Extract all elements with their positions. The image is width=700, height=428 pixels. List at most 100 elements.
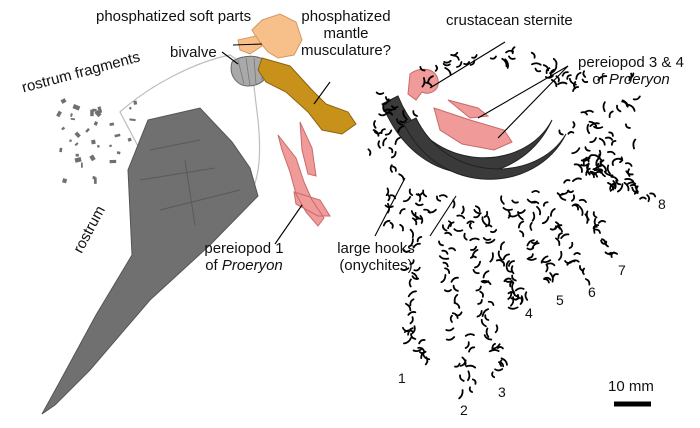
hooklet bbox=[586, 123, 591, 135]
rostrum-fragment bbox=[94, 110, 102, 118]
hooklet bbox=[528, 253, 534, 259]
rostrum-fragment bbox=[109, 159, 117, 164]
hooklet bbox=[508, 214, 518, 218]
hooklet bbox=[555, 75, 560, 83]
hooklet bbox=[496, 346, 504, 350]
hooklet bbox=[382, 219, 391, 227]
hooklet bbox=[608, 110, 614, 119]
hooklet bbox=[466, 220, 475, 225]
rostrum-fragment bbox=[62, 178, 68, 184]
label-pereiopod-1-line-2: of Proeryon bbox=[196, 257, 292, 274]
hooklet bbox=[453, 228, 464, 232]
hooklet bbox=[444, 231, 453, 236]
hooklet bbox=[619, 156, 624, 164]
hooklet bbox=[367, 148, 372, 156]
soft-parts-shape bbox=[251, 13, 303, 59]
hooklet bbox=[491, 342, 496, 351]
hooklet bbox=[472, 268, 480, 275]
hooklet bbox=[384, 204, 394, 209]
hooklet bbox=[593, 224, 598, 234]
hooklet bbox=[530, 51, 536, 59]
label-crustacean-sternite: crustacean sternite bbox=[446, 12, 573, 29]
hooklet bbox=[584, 146, 591, 152]
rostrum-fragment bbox=[93, 177, 97, 184]
hooklet bbox=[560, 233, 570, 240]
hooklet bbox=[602, 101, 606, 113]
hooklet bbox=[545, 263, 549, 273]
rostrum-fragment bbox=[81, 162, 83, 168]
hooklet bbox=[409, 316, 414, 325]
hooklet bbox=[467, 370, 471, 382]
hooklet bbox=[529, 221, 533, 231]
rostrum-fragment bbox=[108, 144, 113, 148]
hooklet bbox=[507, 210, 511, 219]
rostrum-body bbox=[41, 107, 259, 415]
hooklet bbox=[448, 247, 456, 252]
hooklet bbox=[606, 164, 611, 175]
hooklet bbox=[627, 168, 631, 177]
label-pereiopod-1: pereiopod 1 of Proeryon bbox=[196, 240, 292, 274]
hooklet bbox=[549, 226, 557, 231]
hooklet bbox=[453, 293, 459, 304]
hooklet bbox=[487, 300, 495, 306]
hooklet bbox=[610, 175, 619, 182]
hooklet bbox=[427, 208, 437, 214]
hooklet bbox=[514, 287, 525, 292]
hooklet bbox=[530, 200, 540, 205]
hooklet bbox=[422, 189, 428, 198]
rostrum-fragment bbox=[74, 142, 79, 147]
hooklet bbox=[534, 67, 542, 73]
hooklet bbox=[385, 96, 391, 102]
hooklet bbox=[458, 389, 464, 400]
hooklet bbox=[447, 221, 455, 230]
hooklet bbox=[597, 149, 602, 159]
hooklet bbox=[438, 194, 448, 198]
label-mantle-line-2: mantle bbox=[323, 25, 369, 42]
hooklet bbox=[510, 297, 521, 301]
hooklet bbox=[623, 181, 630, 192]
hooklet bbox=[555, 237, 561, 246]
hooklet bbox=[507, 291, 513, 300]
hooklet bbox=[456, 61, 463, 68]
hooklet bbox=[444, 267, 451, 275]
hooklet bbox=[635, 185, 639, 193]
hooklet bbox=[412, 242, 421, 249]
hooklet bbox=[627, 181, 637, 185]
rostrum-fragment bbox=[70, 113, 73, 117]
hooklet bbox=[501, 57, 508, 68]
hooklet bbox=[544, 74, 554, 79]
hooklet bbox=[470, 245, 478, 251]
hooklet bbox=[609, 182, 616, 190]
hooklet bbox=[479, 290, 484, 298]
hooklet bbox=[615, 179, 622, 186]
hooklet bbox=[517, 220, 525, 229]
hooklet bbox=[402, 109, 408, 121]
hooklet bbox=[410, 333, 417, 340]
hooklet bbox=[542, 64, 550, 72]
hooklet bbox=[415, 202, 424, 207]
rostrum-fragment bbox=[116, 151, 121, 155]
hooklet bbox=[480, 318, 487, 328]
hooklet bbox=[627, 103, 636, 112]
hooklet bbox=[610, 139, 617, 146]
hooklet bbox=[621, 100, 628, 107]
hooklet bbox=[468, 386, 474, 393]
arm-number-6: 6 bbox=[588, 284, 596, 300]
hooklet bbox=[502, 206, 513, 211]
hooklet bbox=[624, 162, 633, 167]
rostrum-fragments bbox=[56, 98, 138, 184]
hooklet bbox=[388, 146, 394, 154]
hooklet bbox=[436, 195, 442, 202]
hooklet bbox=[385, 187, 390, 197]
label-pereiopod-3-4-line-1: pereiopod 3 & 4 bbox=[578, 54, 684, 71]
rostrum-fragment bbox=[74, 131, 81, 139]
hooklet bbox=[589, 136, 597, 144]
hooklet bbox=[452, 199, 456, 209]
hooklet bbox=[489, 252, 494, 263]
hooklet bbox=[411, 325, 416, 335]
hooklet bbox=[610, 251, 615, 258]
hooklet bbox=[408, 188, 414, 197]
hooklet bbox=[471, 54, 478, 59]
rostrum-fragment bbox=[129, 118, 136, 122]
hooklet bbox=[592, 162, 600, 171]
